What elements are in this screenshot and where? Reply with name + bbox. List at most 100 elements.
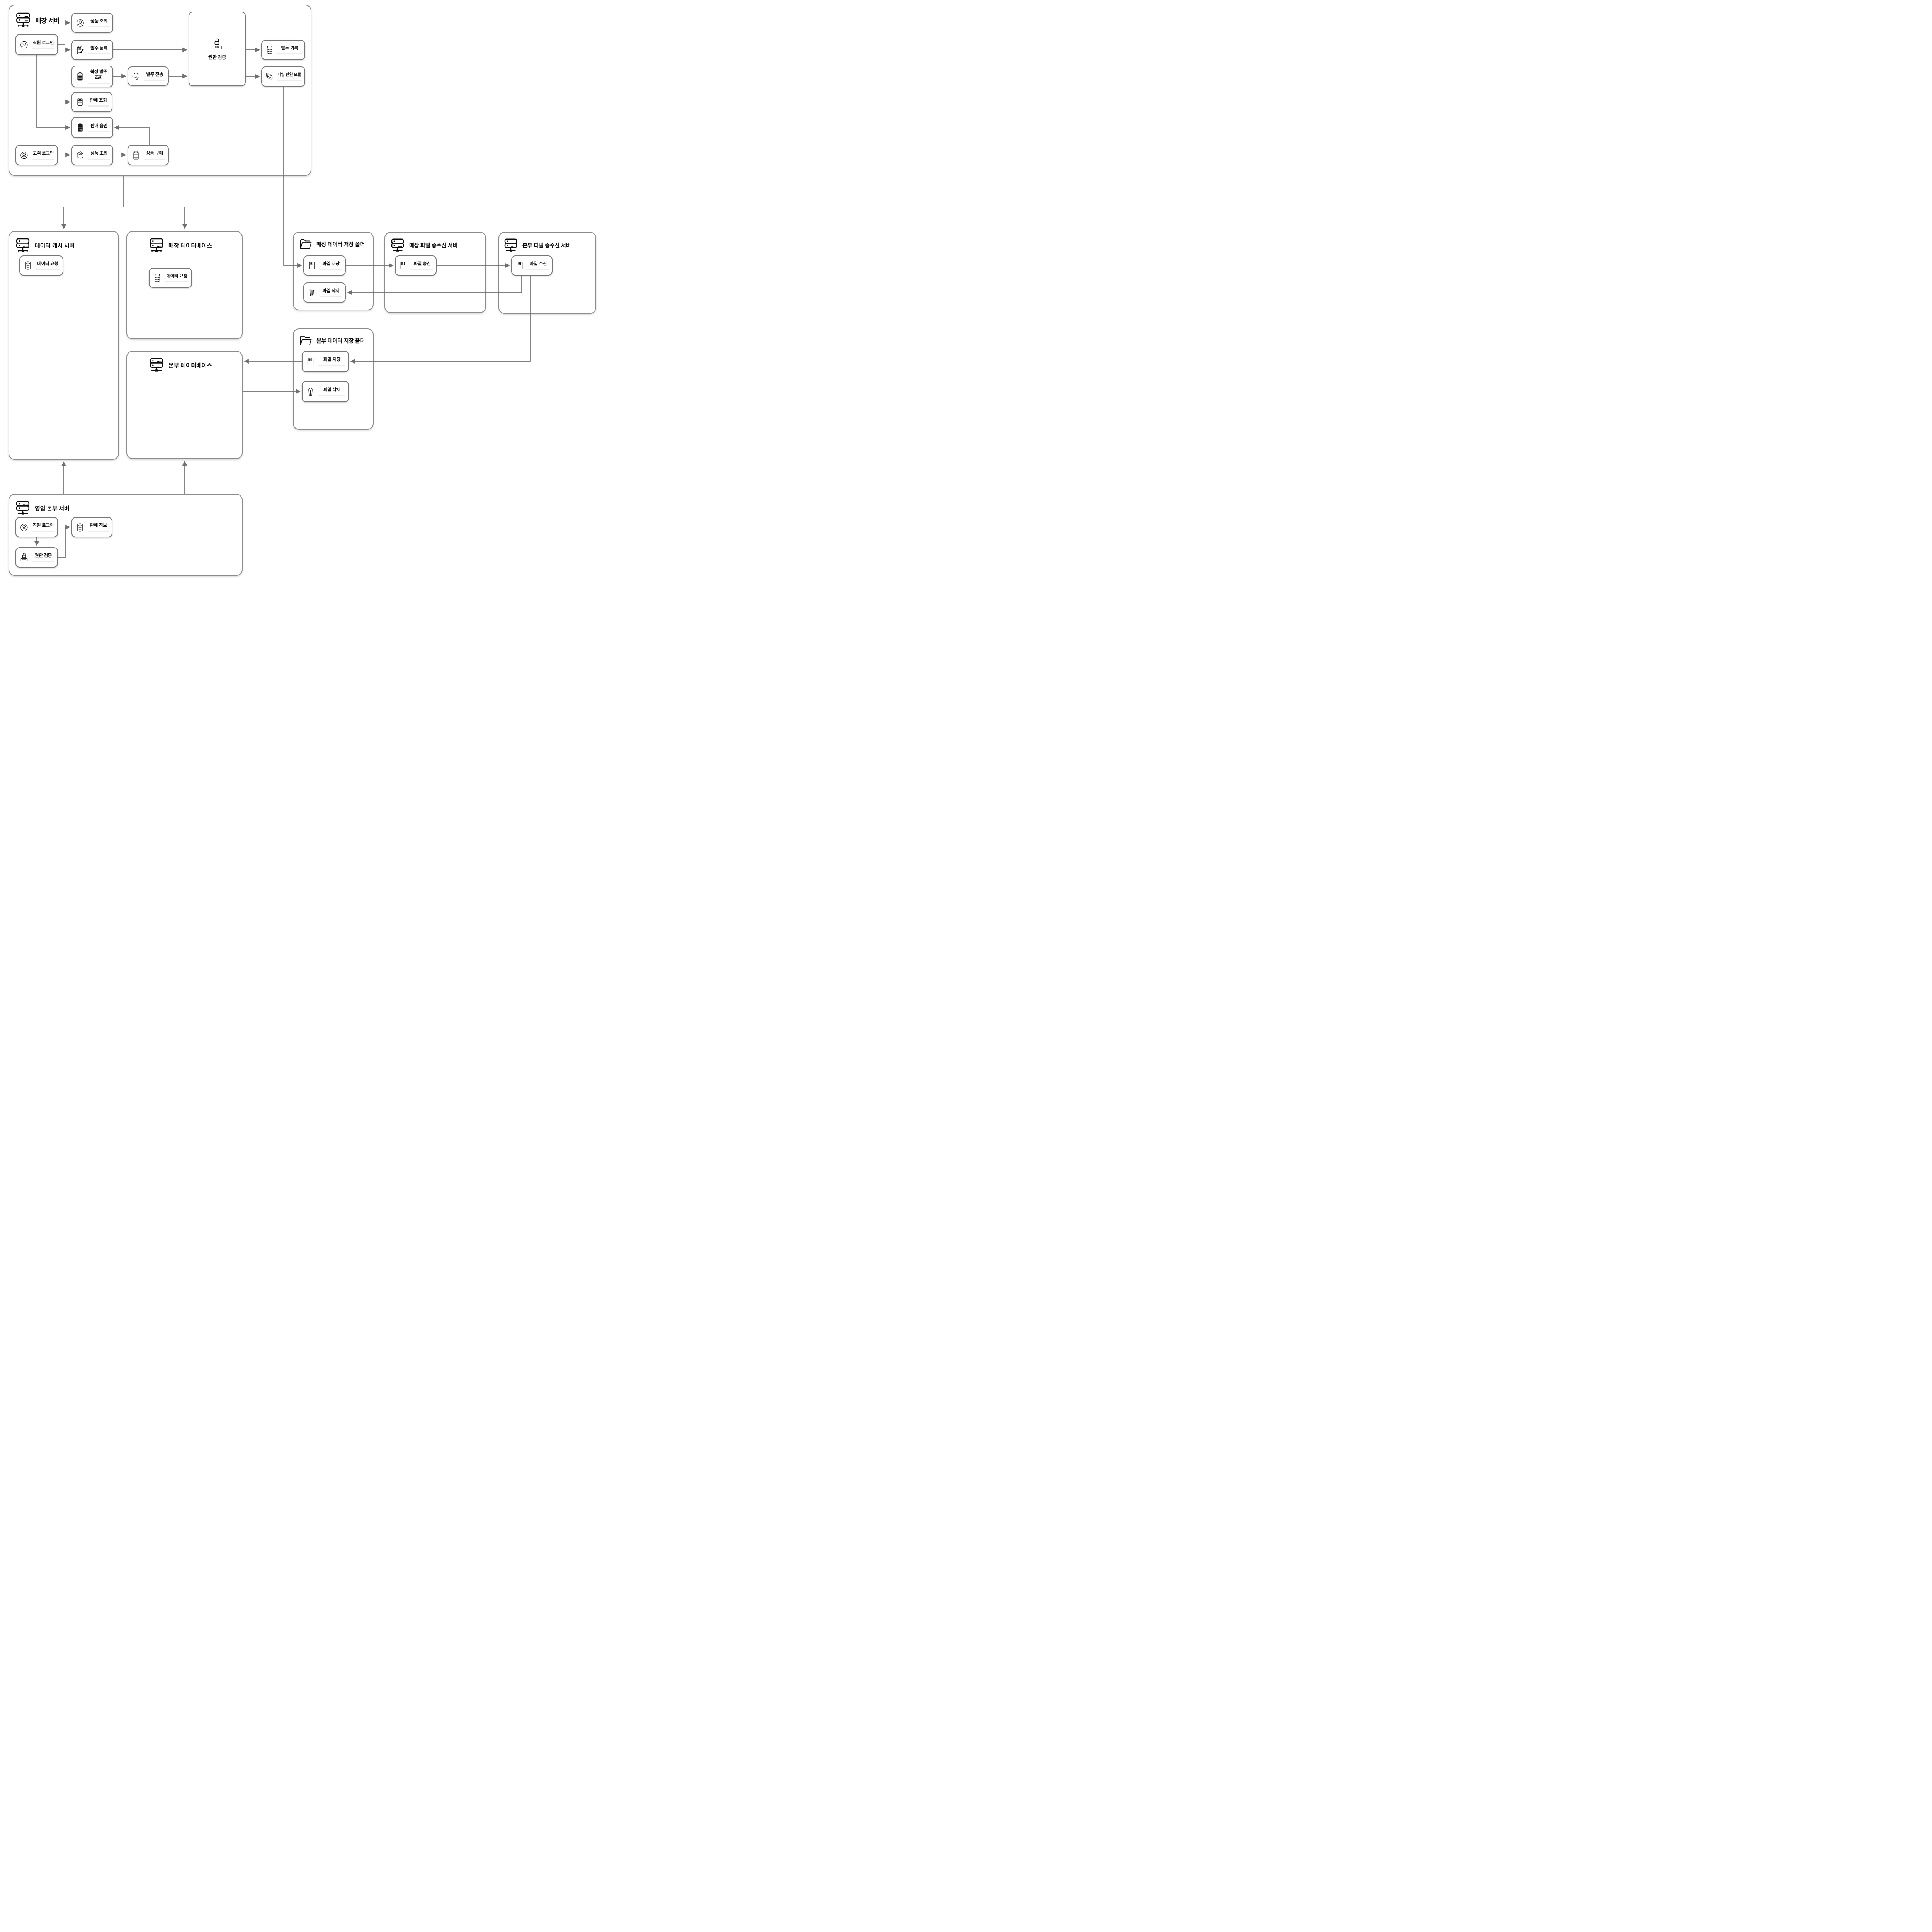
node-product-purchase: 상품 구매 [128, 145, 169, 165]
store-data-folder-header: 매장 데이터 저장 폴더 [298, 237, 365, 251]
clipboard-check-icon [77, 123, 83, 132]
node-label: 파일 저장 [320, 261, 342, 270]
container-title: 영업 본부 서버 [35, 505, 70, 512]
trash-icon [309, 289, 315, 297]
node-file-send: 파일 송신 [395, 255, 437, 276]
container-title: 본부 데이터베이스 [168, 362, 212, 369]
node-label: 발주 등록 [88, 45, 110, 55]
clipboard-icon [77, 98, 83, 106]
folder-icon [300, 239, 312, 249]
store-database-header: 매장 데이터베이스 [148, 237, 212, 253]
person-icon [20, 41, 28, 48]
floppy-icon [307, 357, 314, 366]
cloud-transfer-icon [132, 73, 139, 80]
node-hq-file-save: 파일 저장 [302, 351, 349, 372]
node-cache-data-request: 데이터 요청 [19, 255, 63, 276]
server-icon [16, 12, 31, 28]
store-server-header: 매장 서버 [15, 12, 60, 29]
container-title: 매장 서버 [36, 18, 60, 24]
container-title: 데이터 캐시 서버 [35, 242, 75, 249]
floppy-icon [517, 262, 523, 269]
node-customer-login: 고객 로그인 [15, 145, 58, 165]
node-label: 파일 삭제 [318, 387, 345, 396]
node-file-convert-module: 파일 변환 모듈 [261, 66, 305, 87]
container-title: 매장 데이터베이스 [168, 242, 212, 249]
container-hq-database [126, 351, 243, 459]
file-convert-icon [266, 73, 273, 80]
person-icon [77, 19, 84, 27]
node-sales-approve: 판매 승인 [71, 117, 113, 138]
node-hq-file-delete: 파일 삭제 [302, 381, 349, 402]
folder-icon [300, 336, 312, 345]
node-order-send: 발주 전송 [128, 66, 169, 86]
node-confirmed-order-lookup: 확정 발주 조회 [71, 66, 113, 87]
node-label: 파일 저장 [318, 357, 345, 366]
trash-icon [308, 388, 313, 396]
clipboard-icon [77, 72, 83, 81]
person-icon [20, 524, 28, 531]
node-label: 권한 검증 [208, 54, 226, 60]
hq-data-folder-header: 본부 데이터 저장 폴더 [298, 333, 365, 348]
node-hq-auth-check: 권한 검증 [15, 547, 58, 568]
node-product-lookup: 상품 조회 [71, 13, 113, 33]
container-title: 매장 파일 송수신 서버 [409, 242, 458, 248]
package-box-icon [77, 151, 83, 159]
data-cache-server-header: 데이터 캐시 서버 [15, 237, 75, 253]
clipboard-icon [133, 151, 139, 159]
node-label: 파일 송신 [411, 261, 433, 270]
clipboard-pencil-icon [77, 45, 84, 54]
node-label: 발주 전송 [144, 71, 165, 81]
diagram-canvas: 매장 서버 데이터 캐시 서버 매장 데이터베이스 매장 데이터 저장 폴더 매… [0, 0, 606, 582]
node-hq-employee-login: 직원 로그인 [15, 517, 58, 537]
node-label: 파일 변환 모듈 [276, 72, 302, 81]
node-label: 파일 수신 [527, 261, 549, 270]
node-store-file-save: 파일 저장 [303, 255, 346, 276]
hq-database-header: 본부 데이터베이스 [148, 357, 212, 373]
server-icon [16, 501, 30, 515]
server-icon [150, 238, 163, 253]
node-label: 데이터 요청 [36, 261, 60, 270]
container-title: 본부 파일 송수신 서버 [522, 242, 571, 248]
node-store-file-delete: 파일 삭제 [303, 282, 346, 303]
node-auth-check: 권한 검증 [189, 12, 246, 86]
node-label: 판매 정보 [88, 522, 109, 532]
node-sales-lookup: 판매 조회 [71, 92, 112, 112]
floppy-icon [400, 262, 406, 269]
node-sales-info: 판매 정보 [71, 517, 112, 537]
container-title: 매장 데이터 저장 폴더 [316, 241, 365, 247]
node-label: 상품 조회 [88, 150, 110, 160]
node-file-receive: 파일 수신 [511, 255, 553, 276]
lock-password-icon [213, 38, 222, 51]
container-title: 본부 데이터 저장 폴더 [316, 337, 365, 344]
node-employee-login: 직원 로그인 [15, 34, 58, 55]
node-label: 상품 구매 [144, 150, 165, 160]
node-label: 권한 검증 [32, 553, 54, 562]
node-label: 발주 기록 [277, 45, 302, 55]
node-product-lookup-customer: 상품 조회 [71, 145, 113, 165]
node-label: 판매 승인 [88, 123, 110, 133]
node-storedb-data-request: 데이터 요청 [149, 268, 192, 288]
person-icon [20, 151, 28, 159]
hq-file-server-header: 본부 파일 송수신 서버 [503, 238, 571, 253]
server-icon [391, 238, 404, 252]
node-label: 데이터 요청 [165, 273, 189, 283]
node-label: 직원 로그인 [32, 522, 54, 532]
node-label: 직원 로그인 [32, 40, 54, 49]
node-label: 고객 로그인 [32, 150, 54, 160]
node-label: 파일 삭제 [320, 288, 342, 298]
database-icon [267, 46, 272, 54]
node-order-register: 발주 등록 [71, 40, 113, 60]
node-label: 상품 조회 [88, 18, 110, 28]
floppy-icon [309, 262, 315, 269]
hq-sales-server-header: 영업 본부 서버 [15, 500, 70, 516]
server-icon [504, 238, 517, 252]
server-icon [16, 238, 30, 253]
database-icon [77, 523, 83, 532]
server-icon [150, 358, 163, 372]
database-icon [155, 274, 160, 282]
node-label: 확정 발주 조회 [88, 69, 110, 84]
node-label: 판매 조회 [88, 97, 109, 107]
lock-password-icon [20, 553, 28, 562]
database-icon [25, 261, 31, 270]
store-file-server-header: 매장 파일 송수신 서버 [390, 238, 457, 253]
